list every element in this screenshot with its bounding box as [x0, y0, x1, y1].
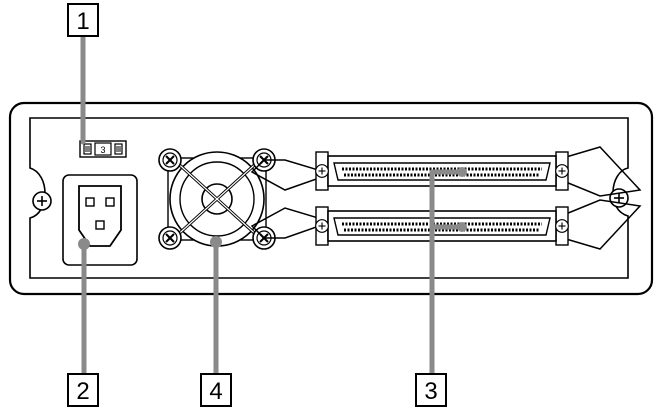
cooling-fan — [167, 151, 267, 247]
callout-3-label: 3 — [424, 378, 437, 405]
callout-1-label: 1 — [76, 8, 89, 35]
callout-3: 3 — [415, 373, 447, 407]
fan-screw-top-left-icon — [158, 148, 182, 172]
left-mount-screw-icon — [32, 191, 52, 211]
leader-lines — [80, 35, 465, 377]
scsi-id-value: 3 — [100, 145, 105, 155]
fan-screw-bottom-left-icon — [158, 226, 182, 250]
scsi-top-right-screw-icon — [555, 164, 569, 178]
scsi-bottom-left-screw-icon — [315, 219, 329, 233]
scsi-connector-top[interactable] — [315, 151, 569, 191]
callout-2-label: 2 — [76, 378, 89, 405]
ac-power-inlet[interactable] — [62, 174, 138, 266]
callout-4-label: 4 — [209, 378, 222, 405]
callout-1: 1 — [67, 3, 99, 37]
leader-dots — [78, 167, 467, 250]
scsi-id-switch[interactable]: 3 — [79, 140, 127, 158]
scsi-bottom-right-screw-icon — [555, 219, 569, 233]
callout-4: 4 — [200, 373, 232, 407]
scsi-top-left-screw-icon — [315, 164, 329, 178]
callout-2: 2 — [67, 373, 99, 407]
